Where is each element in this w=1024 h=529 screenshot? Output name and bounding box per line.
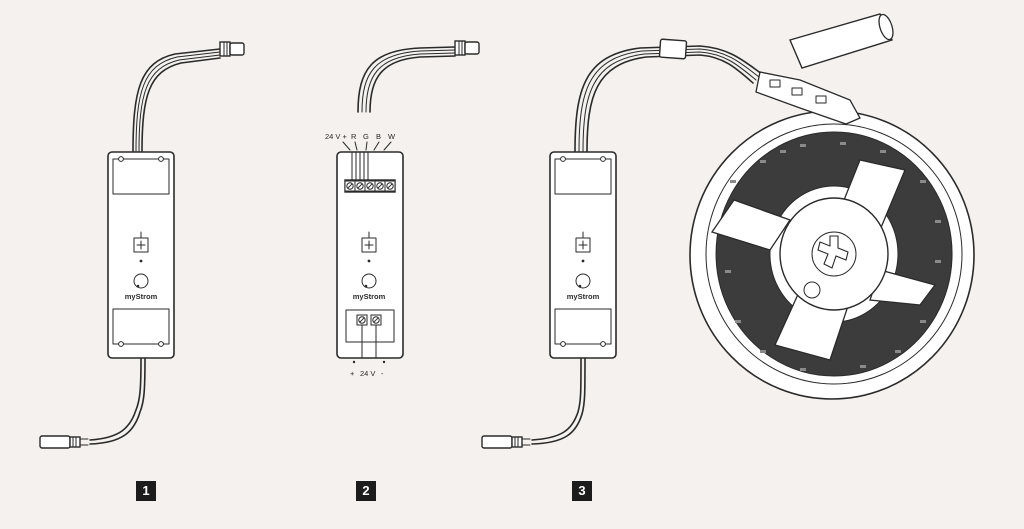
terminal-label-24v-bottom: 24 V — [360, 369, 375, 378]
led-strip-reel-icon — [689, 13, 975, 400]
brand-label: myStrom — [353, 292, 386, 301]
terminal-label-plus: + — [350, 369, 355, 378]
terminal-label-24v: 24 V + — [325, 132, 348, 141]
step-3-controller-with-strip: myStrom — [481, 13, 975, 449]
dc-plug-icon — [39, 435, 89, 449]
step-number-1: 1 — [136, 481, 156, 501]
step-2-controller-wiring: 24 V + R G B W myStrom — [325, 40, 480, 378]
terminal-label-r: R — [351, 132, 357, 141]
dc-plug-icon — [481, 435, 531, 449]
controller-body — [549, 151, 617, 359]
step-1-controller: myStrom — [39, 41, 245, 449]
pin-connector-icon — [219, 41, 245, 57]
terminal-label-g: G — [363, 132, 369, 141]
controller-body — [107, 151, 175, 359]
pin-connector-icon — [454, 40, 480, 56]
step-number-2: 2 — [356, 481, 376, 501]
terminal-label-b: B — [376, 132, 381, 141]
controller-body-open — [336, 151, 404, 359]
brand-label: myStrom — [125, 292, 158, 301]
screw-terminal-icon — [344, 180, 396, 192]
step-number-3: 3 — [572, 481, 592, 501]
brand-label: myStrom — [567, 292, 600, 301]
terminal-label-w: W — [388, 132, 396, 141]
pin-connector-icon — [658, 38, 688, 60]
terminal-label-minus: - — [381, 369, 384, 378]
